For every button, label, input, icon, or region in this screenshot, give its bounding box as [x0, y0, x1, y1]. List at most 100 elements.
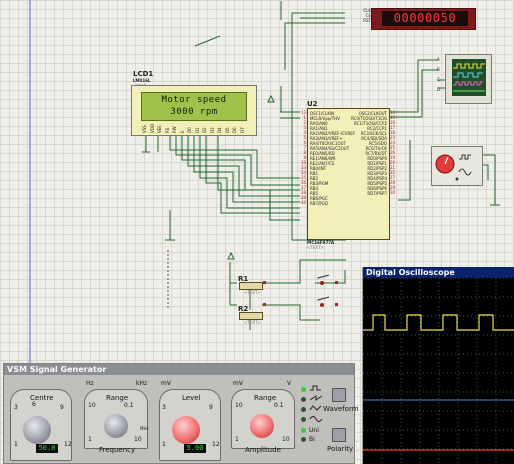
lcd-pin-label: D6 — [232, 127, 237, 133]
oscilloscope-component[interactable] — [445, 54, 492, 104]
centre-knob[interactable] — [23, 416, 51, 444]
waveform-led-square — [301, 387, 306, 392]
resistor-r2[interactable] — [239, 312, 263, 320]
amplitude-caption: Amplitude — [245, 446, 281, 454]
mcu-pin-number: 35 — [300, 175, 306, 180]
signal-generator-panel[interactable]: VSM Signal Generator Centre 50.0 3 6 9 1… — [3, 363, 359, 464]
mcu-pin-label: RD5/PSP5 — [367, 181, 387, 186]
amplitude-range-frame — [231, 389, 295, 449]
lcd-line-2: 3000 rpm — [170, 107, 218, 117]
mcu-pin-number: 3 — [303, 125, 306, 130]
waveform-icons — [309, 385, 323, 422]
mcu-pin-number: 27 — [390, 175, 396, 180]
mcu-pin-number: 4 — [303, 130, 306, 135]
oscilloscope-screen — [363, 278, 514, 464]
mini-scope-channel-label: D — [437, 87, 441, 92]
mcu-pin-number: 26 — [390, 150, 396, 155]
lcd-pin-label: D1 — [194, 127, 200, 133]
counter-display: 00000050 — [382, 11, 468, 26]
mcu-pin-label: RD6/PSP6 — [367, 186, 387, 191]
lcd-pin-label: D7 — [239, 127, 245, 133]
lcd-pin-label: D4 — [217, 127, 222, 133]
lcd-pin-label: D2 — [202, 127, 207, 133]
triangle-wave-icon — [309, 405, 322, 411]
polarity-uni-label: Uni — [309, 427, 319, 434]
level-knob[interactable] — [172, 416, 200, 444]
counter-timer[interactable]: 00000050 — [371, 8, 476, 30]
mcu-pin-label: RD2/PSP2 — [367, 166, 387, 171]
mcu-pin-number: 7 — [303, 145, 306, 150]
mcu-pin-label: RA0/AN0 — [310, 121, 328, 126]
mini-scope-channel-label: A — [437, 57, 440, 62]
mcu-pin-label: RE1/AN6/WR — [310, 156, 336, 161]
resistor-r1[interactable] — [239, 282, 263, 290]
mcu-pin-label: RB7/PGD — [310, 201, 329, 206]
lcd-line-1: Motor speed — [161, 95, 227, 105]
mcu-pin-number: 5 — [303, 135, 306, 140]
mcu-pin-number: 30 — [390, 190, 396, 195]
mcu-pin-number: 33 — [300, 165, 306, 170]
oscilloscope-title[interactable]: Digital Oscilloscope — [363, 267, 514, 278]
mcu-pin-number: 13 — [300, 110, 306, 115]
mcu-pin-number: 19 — [390, 155, 396, 160]
mcu-pin-number: 14 — [390, 110, 396, 115]
mcu-name: U2 — [307, 100, 318, 108]
mcu-pin-number: 28 — [390, 180, 396, 185]
mcu-pin-number: 15 — [390, 115, 396, 120]
counter-pin-label: CE — [365, 13, 371, 18]
waveform-label: Waveform — [323, 405, 359, 413]
mcu-pin-number: 10 — [300, 160, 306, 165]
mcu-part: PIC16F877A — [307, 240, 335, 245]
counter-pin-label: CLK — [363, 8, 371, 13]
mcu-pin-label: RC1/T1OSI/CCP2 — [353, 121, 387, 126]
mcu-text-tag: <TEXT> — [307, 245, 324, 250]
lcd-pin-label: D5 — [224, 127, 230, 133]
lcd-pin-label: RW — [172, 126, 177, 133]
centre-value: 50.0 — [36, 444, 58, 453]
mcu-pin-label: RA2/AN2/VREF-/CVREF — [310, 131, 356, 136]
lcd-pin-label: D3 — [209, 127, 215, 133]
polarity-button[interactable] — [332, 428, 346, 442]
generator-symbol — [435, 154, 472, 181]
lcd-pin-label: VDD — [149, 124, 155, 133]
square-wave-icon — [310, 385, 321, 391]
mini-scope-traces — [453, 63, 485, 92]
mcu-pin-label: RC6/TX/CK — [365, 146, 387, 151]
lcd-part: LM016L — [133, 78, 151, 83]
oscilloscope-window[interactable]: Digital Oscilloscope — [362, 267, 514, 464]
amplitude-range-label: Range — [254, 394, 277, 402]
frequency-range-knob[interactable] — [104, 414, 128, 438]
mcu-pin-label: RD4/PSP4 — [367, 176, 387, 181]
mcu-pin-label: RA4/T0CKI/C1OUT — [310, 141, 347, 146]
lcd-pin-label: RS — [164, 127, 170, 133]
mcu-pin-label: RE0/AN5/RD — [310, 151, 335, 156]
mcu-pin-label: RC2/CCP1 — [367, 126, 387, 131]
mcu-pin-number: 16 — [390, 120, 396, 125]
signal-generator-title[interactable]: VSM Signal Generator — [4, 364, 354, 375]
polarity-led-uni — [301, 428, 306, 433]
mcu-pin-label: RB0/INT — [310, 166, 327, 171]
mcu-pin-number: 36 — [300, 180, 306, 185]
mcu-pin-label: RA3/AN3/VREF+ — [310, 136, 343, 141]
frequency-range-label: Range — [106, 394, 129, 402]
mcu-pin-number: 38 — [300, 190, 306, 195]
mcu-pin-number: 6 — [303, 140, 306, 145]
mcu-pin-label: RB4 — [310, 186, 319, 191]
mcu-pin-number: 17 — [390, 125, 396, 130]
mcu-pin-number: 25 — [390, 145, 396, 150]
signal-generator-component[interactable] — [431, 146, 483, 186]
amplitude-range-knob[interactable] — [250, 414, 274, 438]
centre-label: Centre — [30, 394, 54, 402]
mcu-pin-number: 29 — [390, 185, 396, 190]
waveform-button[interactable] — [332, 388, 346, 402]
mcu-pin-label: RB6/PGC — [310, 196, 328, 201]
lcd-pin-label: D0 — [187, 127, 192, 133]
frequency-caption: Frequency — [99, 446, 136, 454]
